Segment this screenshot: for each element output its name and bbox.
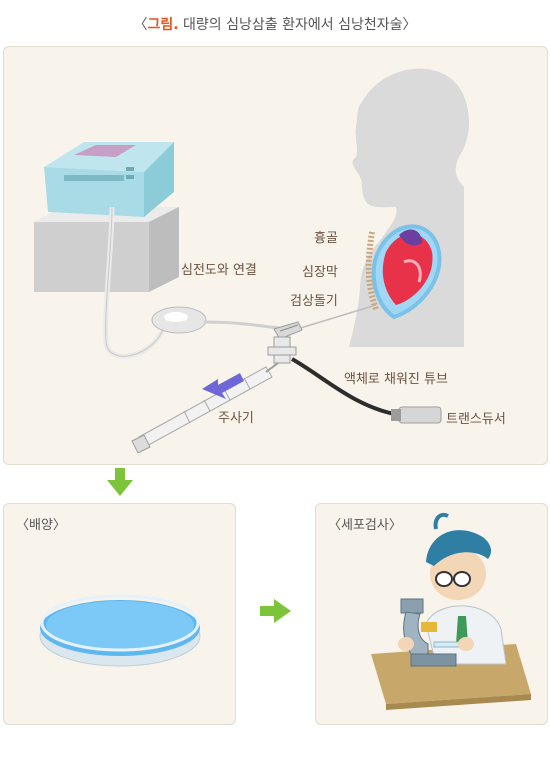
stopcock xyxy=(267,336,297,364)
ecg-electrode xyxy=(151,306,207,334)
petri-dish-illustration xyxy=(39,594,201,667)
label-ecg-connection: 심전도와 연결 xyxy=(181,263,257,278)
label-sternum: 흉골 xyxy=(314,231,338,246)
right-arrow-icon xyxy=(260,599,291,623)
label-syringe: 주사기 xyxy=(218,411,254,426)
label-fluid-tube: 액체로 채워진 튜브 xyxy=(344,372,448,387)
cytology-title: 〈세포검사〉 xyxy=(328,518,402,533)
culture-title: 〈배양〉 xyxy=(16,518,66,533)
cytology-panel: 〈세포검사〉 xyxy=(315,503,548,725)
ecg-monitor xyxy=(44,142,174,217)
caption-close: 〉 xyxy=(402,17,417,33)
caption-open: 〈 xyxy=(133,17,148,33)
figure-label: 그림. xyxy=(147,17,179,33)
procedure-illustration xyxy=(34,68,470,454)
heart-illustration xyxy=(371,224,442,320)
down-arrow-icon xyxy=(107,468,133,496)
pericardiocentesis-needle xyxy=(273,304,377,340)
label-xiphoid: 검상돌기 xyxy=(290,294,338,309)
procedure-panel: 흉골 심장막 검상돌기 심전도와 연결 액체로 채워진 튜브 주사기 트랜스듀서 xyxy=(3,46,548,465)
label-pericardium: 심장막 xyxy=(302,265,338,280)
label-transducer: 트랜스듀서 xyxy=(446,412,506,427)
sternum-bone xyxy=(365,231,379,311)
aspiration-arrow-icon xyxy=(202,373,244,399)
transducer xyxy=(391,406,442,424)
caption-text: 대량의 심낭삼출 환자에서 심낭천자술 xyxy=(183,17,403,33)
fluid-filled-tube xyxy=(291,357,400,417)
syringe xyxy=(131,362,279,454)
culture-panel: 〈배양〉 xyxy=(3,503,236,725)
doctor-microscope-illustration xyxy=(371,512,531,710)
figure-caption: 〈그림. 대량의 심낭삼출 환자에서 심낭천자술〉 xyxy=(0,14,550,34)
